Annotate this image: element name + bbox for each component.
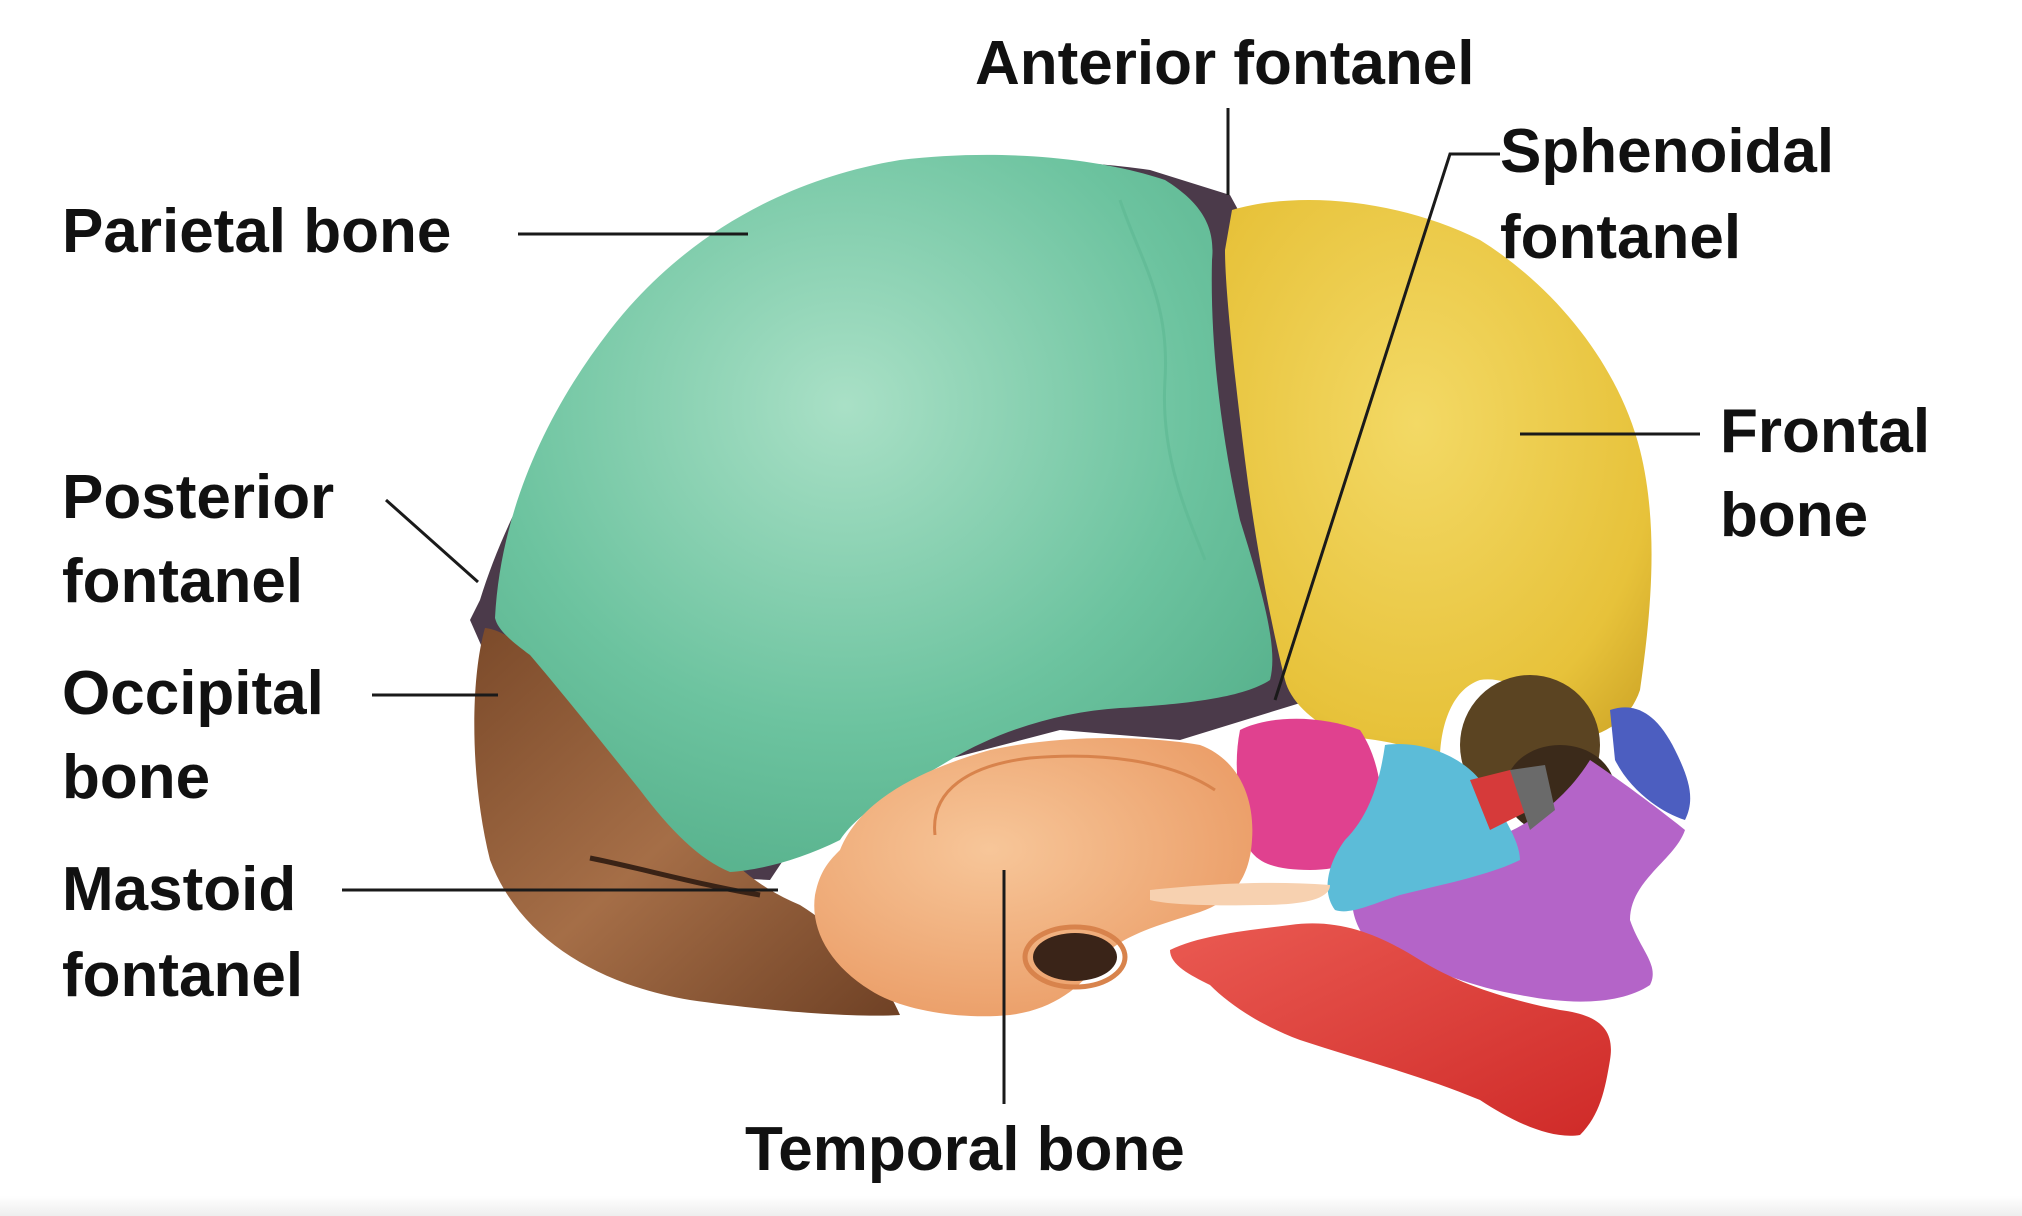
maxilla-bone (1352, 760, 1685, 1002)
orbit-gray (1510, 765, 1555, 830)
sphenoid-greater-wing (1236, 718, 1382, 870)
label-sphenoidal-fontanel-line2: fontanel (1500, 203, 1741, 272)
temporal-bone (814, 738, 1253, 1017)
label-occipital-bone-line2: bone (62, 743, 210, 812)
zygomatic-arch (1150, 882, 1330, 906)
parietal-ridge (1118, 199, 1207, 561)
leader-sphenoidal-fontanel (1273, 152, 1500, 701)
zygomatic-bone (1327, 744, 1520, 912)
ear-canal-rim (1022, 924, 1128, 990)
bottom-edge-fade (0, 1196, 2022, 1216)
label-frontal-bone-line2: bone (1720, 481, 1868, 550)
label-anterior-fontanel: Anterior fontanel (975, 29, 1474, 98)
label-sphenoidal-fontanel-line1: Sphenoidal (1500, 117, 1834, 186)
label-parietal-bone: Parietal bone (62, 197, 451, 266)
mandible-bone (1170, 923, 1611, 1136)
leader-posterior-fontanel (385, 498, 479, 584)
parietal-bone (495, 154, 1273, 872)
nasal-bone (1610, 707, 1691, 820)
label-occipital-bone-line1: Occipital (62, 659, 324, 728)
label-frontal-bone-line1: Frontal (1720, 397, 1930, 466)
ear-canal (1033, 933, 1117, 981)
label-posterior-fontanel-line2: fontanel (62, 547, 303, 616)
label-temporal-bone: Temporal bone (745, 1115, 1185, 1184)
label-mastoid-fontanel-line1: Mastoid (62, 855, 296, 924)
label-mastoid-fontanel-line2: fontanel (62, 941, 303, 1010)
label-posterior-fontanel-line1: Posterior (62, 463, 334, 532)
temporal-squama-outline (933, 754, 1216, 836)
frontal-bone (1225, 200, 1652, 760)
